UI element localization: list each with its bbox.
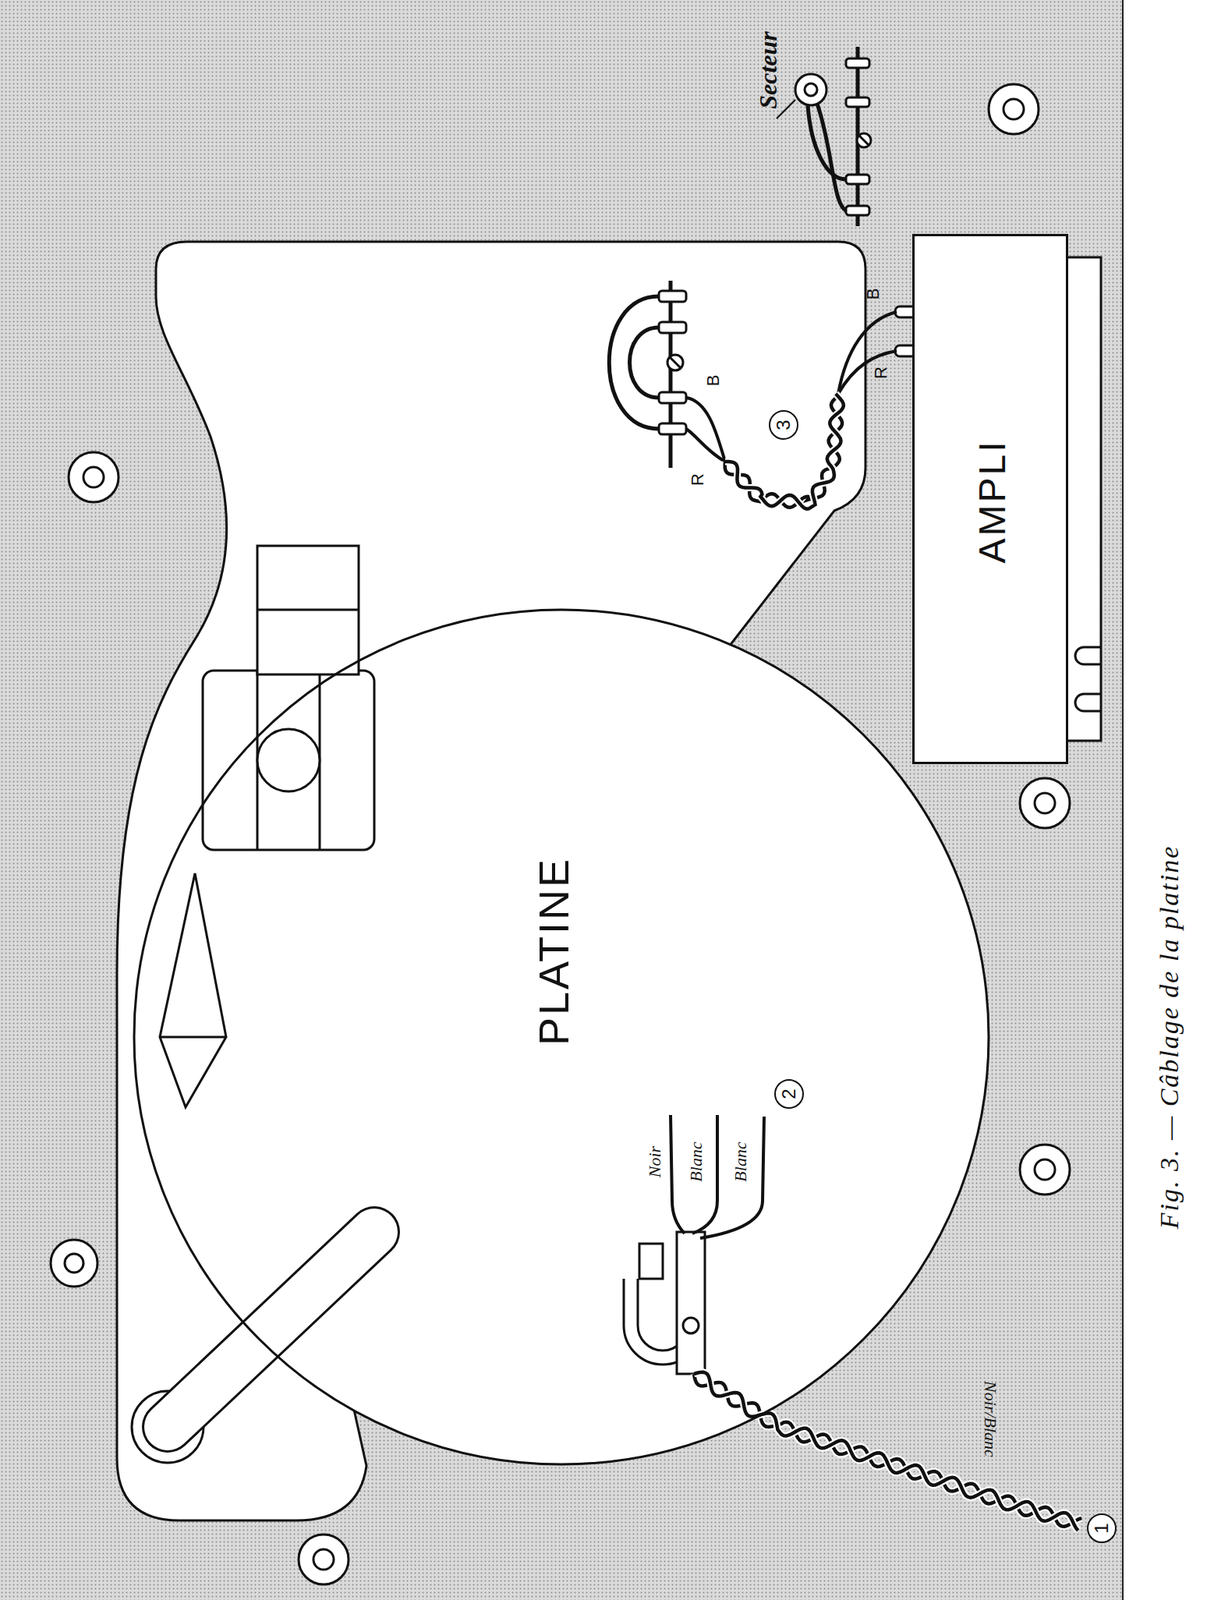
twisted-wire [693, 1372, 1079, 1531]
wire-colour: Noir/Blanc [981, 1380, 999, 1458]
motor-unit [202, 670, 375, 850]
mounting-hole [1034, 1159, 1055, 1180]
deck-circle [134, 609, 989, 1465]
twisted-wire [725, 393, 844, 510]
amplifier-chassis [838, 350, 897, 394]
mounting-hole [64, 1253, 84, 1273]
amplifier-chassis [1075, 693, 1101, 712]
cabinet-ground [0, 0, 1123, 1600]
terminal-strip [630, 327, 660, 398]
mains-label: Secteur [755, 31, 781, 110]
mounting-hole [1019, 1144, 1070, 1195]
figure-caption: Fig. 3. — Câblage de la platine [1156, 845, 1183, 1230]
tone-arm [159, 1036, 227, 1039]
wire-letter: B [864, 288, 882, 301]
cabinet-ground [0, 0, 1123, 1600]
callout-number: 1 [1086, 1513, 1117, 1544]
pickup-lead [700, 1116, 765, 1239]
pickup-lead [670, 1114, 765, 1239]
mains-socket [845, 174, 870, 185]
motor-unit [257, 545, 359, 675]
terminal-strip [608, 280, 726, 468]
tone-arm [159, 873, 227, 1108]
mounting-hole [50, 84, 1070, 1585]
mains-socket [804, 83, 818, 96]
mounting-board [116, 241, 988, 1521]
mounting-hole [50, 1239, 98, 1287]
mains-socket [795, 74, 827, 106]
terminal-strip [668, 280, 673, 468]
mains-socket [845, 97, 870, 107]
mains-socket [845, 58, 870, 68]
twisted-wire [725, 393, 844, 510]
mounting-hole [298, 1534, 349, 1585]
wire-letter: R [872, 366, 890, 379]
tone-arm [131, 873, 375, 1463]
terminal-strip [686, 428, 726, 462]
terminal-strip [667, 354, 684, 371]
motor-unit [202, 545, 375, 850]
mounting-hole [1034, 792, 1055, 814]
pickup-connector [676, 1231, 705, 1374]
twisted-wire [693, 1372, 1079, 1531]
terminal-strip [608, 296, 659, 429]
pickup-lead [670, 1114, 685, 1234]
mounting-hole [83, 467, 104, 488]
callout-number: 3 [768, 410, 799, 440]
node-label: AMPLI [973, 438, 1012, 563]
turntable-deck: PLATINE [132, 608, 991, 1466]
terminal-strip [658, 290, 687, 302]
pickup-connector [623, 1231, 705, 1374]
mains-socket [845, 205, 870, 216]
amplifier-chassis [1075, 647, 1101, 665]
terminal-strip [658, 322, 687, 333]
pickup-connector [683, 1317, 699, 1334]
mains-socket [817, 103, 846, 211]
mounting-hole [68, 452, 119, 503]
wire-letter: B [704, 375, 723, 387]
terminal-strip [658, 423, 687, 435]
mains-socket [776, 46, 871, 227]
amplifier-chassis [838, 311, 897, 394]
wire-colour: Blanc [732, 1141, 750, 1182]
terminal-strip [658, 392, 687, 404]
mounting-board [134, 610, 988, 1464]
cabinet-ground [1122, 0, 1124, 1600]
motor-unit [257, 608, 359, 612]
mounting-hole [1019, 778, 1070, 829]
terminal-strip [669, 357, 681, 369]
mounting-hole [313, 1549, 334, 1570]
node-label: PLATINE [532, 856, 575, 1046]
motor-unit [257, 729, 320, 792]
pickup-connector [639, 1243, 663, 1279]
mains-socket [856, 133, 871, 148]
wire-colour: Blanc [687, 1141, 705, 1182]
wire-colour: Noir [646, 1146, 664, 1178]
wire-letter: R [689, 473, 707, 486]
callout-number: 2 [774, 1079, 804, 1109]
terminal-strip [686, 397, 726, 462]
mounting-hole [1003, 99, 1024, 120]
amplifier-box: AMPLI [912, 233, 1069, 765]
mains-socket [859, 135, 869, 146]
mounting-hole [988, 84, 1039, 135]
